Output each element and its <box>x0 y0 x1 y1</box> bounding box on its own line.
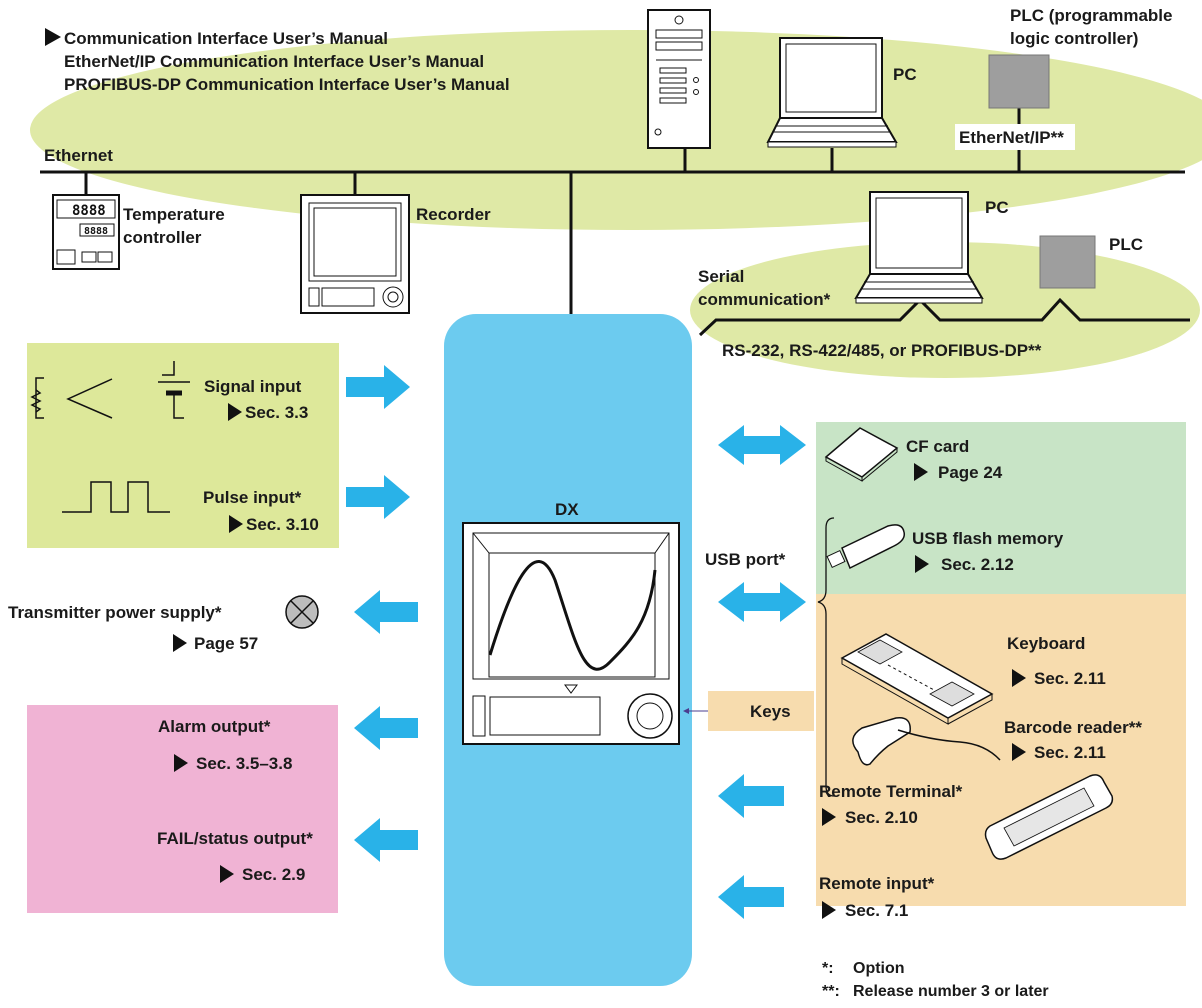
manual-ethernetip: EtherNet/IP Communication Interface User… <box>64 52 484 71</box>
temp-ctrl-label-2: controller <box>123 228 202 247</box>
remote-control-icon <box>984 774 1114 860</box>
note-2-mark: **: <box>822 983 840 1000</box>
ethernet-label: Ethernet <box>44 146 113 165</box>
barcode-reader-ref-arrow-icon <box>1012 743 1026 761</box>
remote-terminal-ref: Sec. 2.10 <box>845 808 918 827</box>
blue-arrows <box>346 365 806 919</box>
pulse-input-arrow-icon <box>229 515 243 533</box>
usb-flash-ref-arrow-icon <box>915 555 929 573</box>
temperature-controller-icon: 8888 8888 <box>52 194 120 270</box>
keyboard-label: Keyboard <box>1007 634 1085 653</box>
pulse-input-symbol <box>62 481 170 513</box>
pc-top-icon <box>766 37 898 148</box>
barcode-reader-icon <box>852 717 1001 766</box>
remote-input-arrow <box>718 875 784 919</box>
ethernetip-label: EtherNet/IP** <box>959 128 1064 147</box>
remote-terminal-arrow <box>718 774 784 818</box>
server-icon <box>647 9 711 149</box>
fail-output-arrow <box>354 818 418 862</box>
cf-card-ref: Page 24 <box>938 463 1003 482</box>
barcode-reader-ref: Sec. 2.11 <box>1034 743 1106 762</box>
pulse-input-ref: Sec. 3.10 <box>246 515 319 534</box>
cf-card-label: CF card <box>906 437 969 456</box>
keyboard-ref: Sec. 2.11 <box>1034 669 1106 688</box>
alarm-output-arrow <box>354 706 418 750</box>
transmitter-label: Transmitter power supply* <box>8 603 222 622</box>
plc-serial-icon <box>1039 235 1096 289</box>
pulse-input-label: Pulse input* <box>203 488 302 507</box>
temp-ctrl-label-1: Temperature <box>123 205 225 224</box>
manual-comm: Communication Interface User’s Manual <box>64 29 388 48</box>
usb-flash-label: USB flash memory <box>912 529 1064 548</box>
output-panel <box>27 705 338 913</box>
lamp-icon <box>285 595 319 629</box>
barcode-reader-label: Barcode reader** <box>1004 718 1142 737</box>
keys-label-box <box>708 691 814 731</box>
recorder-icon <box>300 194 410 314</box>
note-1-text: Option <box>853 960 905 977</box>
signal-input-arrow <box>346 365 410 409</box>
pc-serial-icon <box>854 191 984 304</box>
alarm-output-ref: Sec. 3.5–3.8 <box>196 754 292 773</box>
plc-top-label-2: logic controller) <box>1010 29 1138 48</box>
serial-bus-label: RS-232, RS-422/485, or PROFIBUS-DP** <box>722 341 1042 360</box>
note-1-mark: *: <box>822 960 834 977</box>
plc-top-icon <box>988 54 1050 109</box>
pulse-input-arrow <box>346 475 410 519</box>
usb-flash-icon <box>826 524 906 570</box>
svg-text:8888: 8888 <box>84 226 108 237</box>
transmitter-arrow-icon <box>173 634 187 652</box>
recorder-label: Recorder <box>416 205 491 224</box>
usb-bracket <box>817 517 835 797</box>
usb-port-arrow <box>718 582 806 622</box>
dx-label: DX <box>555 500 579 519</box>
svg-text:8888: 8888 <box>72 203 106 219</box>
alarm-output-arrow-icon <box>174 754 188 772</box>
fail-output-arrow-icon <box>220 865 234 883</box>
plc-top-label-1: PLC (programmable <box>1010 6 1172 25</box>
note-2-text: Release number 3 or later <box>853 983 1049 1000</box>
alarm-output-label: Alarm output* <box>158 717 271 736</box>
cf-card-icon <box>824 427 899 482</box>
usb-port-label: USB port* <box>705 550 786 569</box>
remote-input-ref-arrow-icon <box>822 901 836 919</box>
ethernetip-label-bg <box>955 124 1075 150</box>
serial-bus <box>698 297 1190 337</box>
keyboard-ref-arrow-icon <box>1012 669 1026 687</box>
cf-card-ref-arrow-icon <box>914 463 928 481</box>
remote-input-ref: Sec. 7.1 <box>845 901 908 920</box>
signal-input-label: Signal input <box>204 377 302 396</box>
signal-input-arrow-icon <box>228 403 242 421</box>
transmitter-arrow <box>354 590 418 634</box>
manual-profibus: PROFIBUS-DP Communication Interface User… <box>64 75 510 94</box>
plc-serial-label: PLC <box>1109 235 1143 254</box>
fail-output-label: FAIL/status output* <box>157 829 313 848</box>
usb-flash-ref: Sec. 2.12 <box>941 555 1014 574</box>
serial-label-1: Serial <box>698 267 744 286</box>
fail-output-ref: Sec. 2.9 <box>242 865 305 884</box>
remote-terminal-ref-arrow-icon <box>822 808 836 826</box>
pc-serial-label: PC <box>985 198 1009 217</box>
signal-input-ref: Sec. 3.3 <box>245 403 308 422</box>
input-panel <box>27 343 339 548</box>
manual-arrow-icon <box>45 28 61 46</box>
remote-terminal-label: Remote Terminal* <box>819 782 963 801</box>
pc-top-label: PC <box>893 65 917 84</box>
transmitter-ref: Page 57 <box>194 634 258 653</box>
cf-card-arrow <box>718 425 806 465</box>
keyboard-icon <box>840 633 994 725</box>
dx-recorder-icon <box>462 522 680 745</box>
ethernet-network-area <box>30 30 1202 230</box>
signal-input-symbols <box>30 361 190 419</box>
remote-input-label: Remote input* <box>819 874 935 893</box>
serial-label-2: communication* <box>698 290 831 309</box>
keys-label: Keys <box>750 702 791 721</box>
